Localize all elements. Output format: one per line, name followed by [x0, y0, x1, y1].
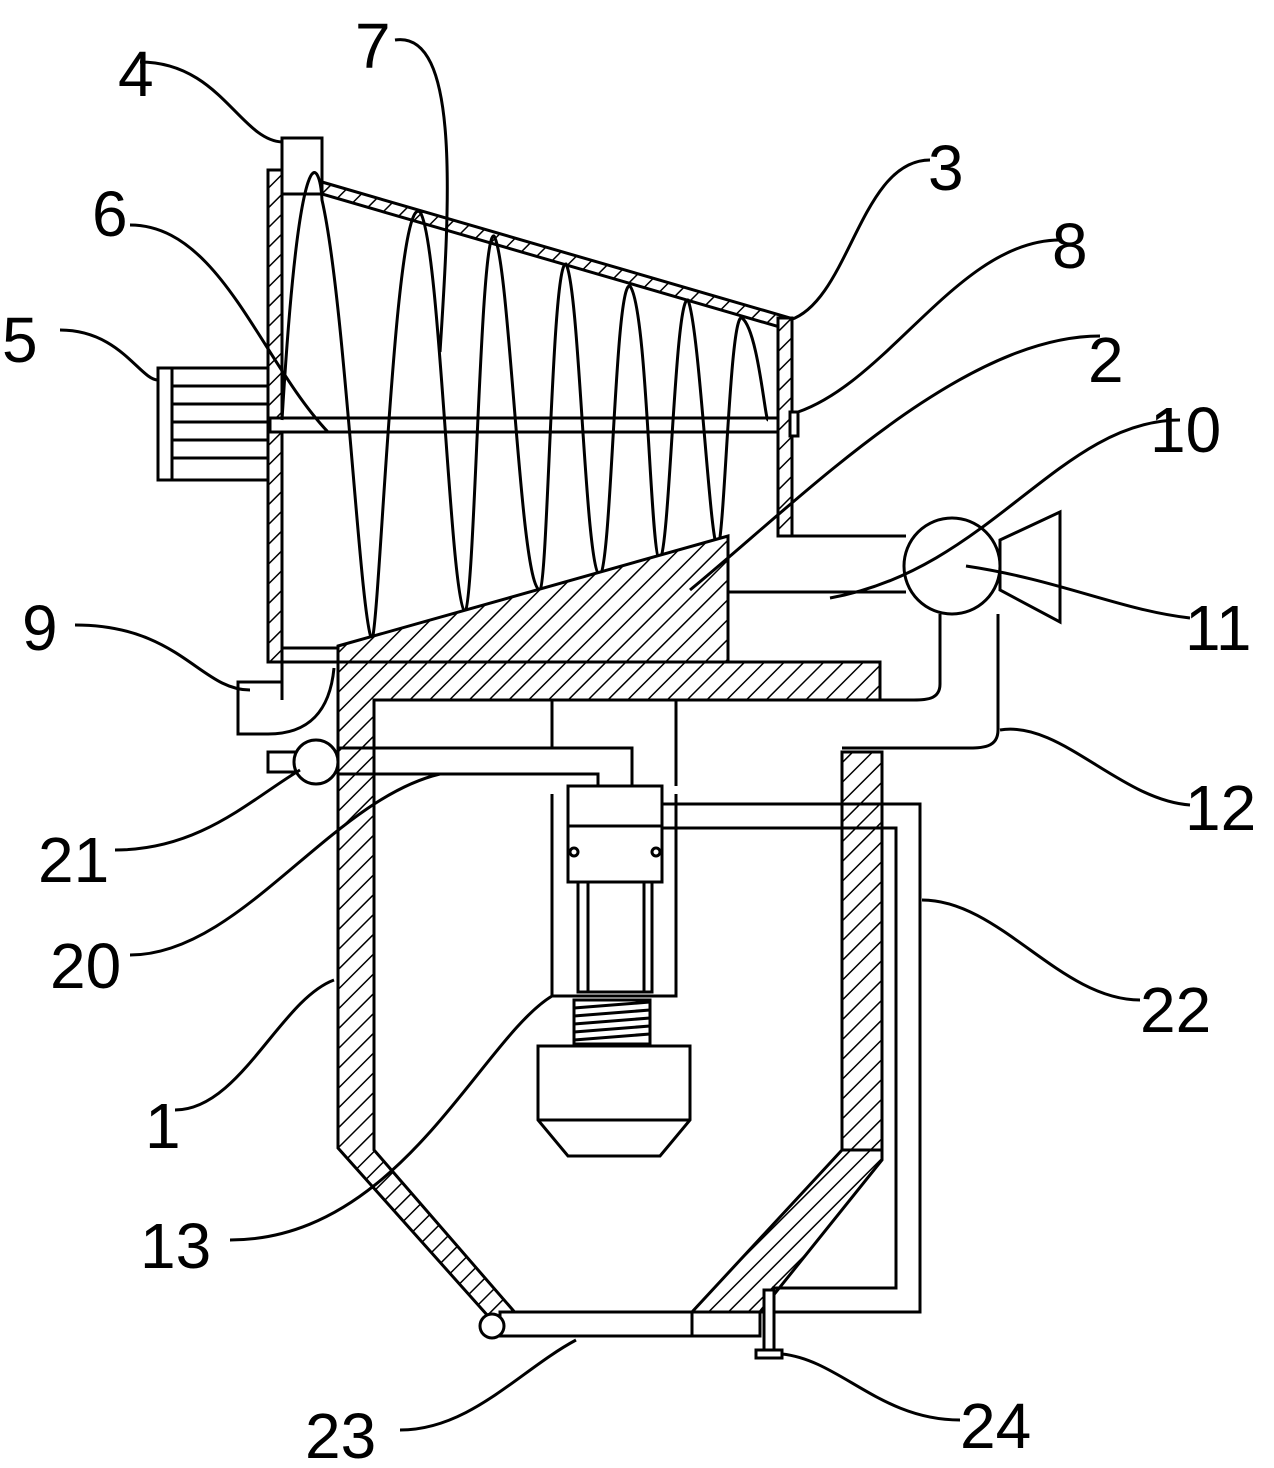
label-6: 6: [92, 178, 128, 250]
cylinder-body: [566, 784, 664, 828]
label-21: 21: [38, 824, 109, 896]
bottom-hinge: [478, 1312, 506, 1340]
valve: [292, 738, 340, 786]
drain-valve: [762, 1288, 776, 1352]
label-20: 20: [50, 930, 121, 1002]
bottom-plate: [498, 1310, 762, 1338]
label-7: 7: [355, 10, 391, 82]
label-22: 22: [1140, 974, 1211, 1046]
blower-intake: [998, 509, 1062, 625]
label-10: 10: [1150, 394, 1221, 466]
label-2: 2: [1088, 324, 1124, 396]
main-housing: [336, 660, 884, 1340]
label-23: 23: [305, 1400, 376, 1468]
screw-conveyor: [156, 136, 800, 664]
number-labels: 4 7 3 8 6 5 2 10 9 11 12 21 20 22 1 13 2…: [2, 10, 1256, 1468]
screw-blade: [280, 171, 770, 644]
blower-assembly: [374, 509, 1062, 750]
hammer-head: [536, 1044, 692, 1158]
label-24: 24: [960, 1390, 1031, 1462]
screw-shaft: [268, 416, 780, 434]
label-11: 11: [1185, 592, 1251, 664]
valve-cylinder: [266, 700, 922, 1360]
label-8: 8: [1052, 210, 1088, 282]
label-4: 4: [118, 38, 154, 110]
spring: [572, 998, 652, 1046]
leader-lines: [59, 38, 1191, 1432]
shaft-bearing: [788, 410, 800, 438]
label-9: 9: [22, 592, 58, 664]
label-1: 1: [145, 1090, 181, 1162]
conveyor-left-wall: [266, 168, 284, 664]
label-3: 3: [928, 132, 964, 204]
label-13: 13: [140, 1210, 211, 1282]
label-5: 5: [2, 304, 38, 376]
inlet-pipe: [280, 136, 324, 196]
outlet-pipe: [236, 662, 336, 736]
motor: [156, 366, 270, 482]
label-12: 12: [1185, 772, 1256, 844]
wedge-block: [336, 534, 730, 664]
